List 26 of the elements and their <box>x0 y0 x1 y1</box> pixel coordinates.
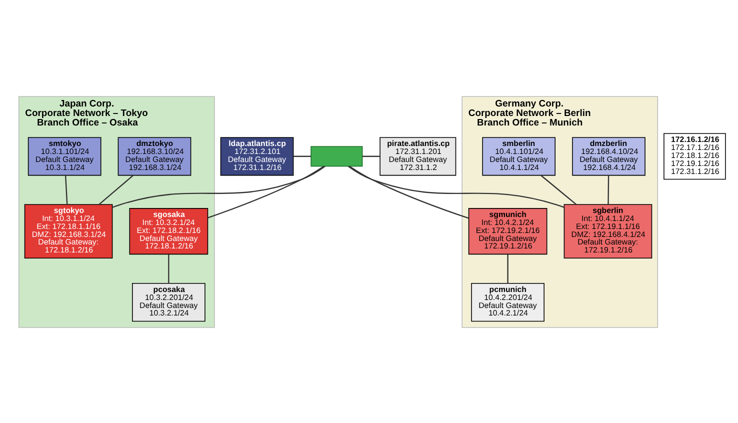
connector <box>98 174 134 204</box>
node-box: pcmunich 10.4.2.201/24 Default Gateway 10.4.2.1/24 <box>471 282 544 322</box>
connector <box>112 165 326 208</box>
node-box: ldap.atlantis.cp 172.31.2.101 Default Gateway 172.31.1.2/16 <box>220 136 294 176</box>
node-box: smberlin 10.4.1.101/24 Default Gateway 10.4.1.1/24 <box>482 136 556 176</box>
connector <box>507 254 508 283</box>
node-box: pirate.atlantis.cp 172.31.1.201 Default Gateway 172.31.1.2 <box>380 136 456 176</box>
connector <box>168 254 170 283</box>
connector <box>64 175 68 204</box>
node-box: sgberlin Int: 10.4.1.1/24 Ext: 172.19.1.1/16 DMZ: 192.168.4.1/24 Default Gateway: 172.19.1.2/16 <box>564 204 652 258</box>
node-box <box>310 146 363 166</box>
node-box: sgtokyo Int: 10.3.1.1/24 Ext: 172.18.1.1/16 DMZ: 192.168.3.1/24 Default Gateway: 172.18.1.2/16 <box>24 204 113 258</box>
node-box: dmztokyo 192.168.3.10/24 Default Gateway 192.168.3.1/24 <box>118 136 192 176</box>
node-box: sgosaka Int: 10.3.2.1/24 Ext: 172.18.2.1/16 Default Gateway 172.18.1.2/16 <box>129 208 208 254</box>
node-box: sgmunich Int: 10.4.2.1/24 Ext: 172.19.2.1/16 Default Gateway 172.19.1.2/16 <box>468 208 548 254</box>
connector <box>208 165 324 218</box>
connector <box>362 155 380 156</box>
connector <box>349 165 469 218</box>
node-box: 172.16.1.2/16 172.17.1.2/16 172.18.1.2/16 172.19.1.2/16 172.31.1.2/16 <box>664 132 726 180</box>
connector <box>293 155 311 156</box>
connector <box>608 175 610 204</box>
connector <box>348 165 564 208</box>
node-box: pcosaka 10.3.2.201/24 Default Gateway 10.3.2.1/24 <box>132 282 206 322</box>
connector <box>540 174 577 204</box>
node-box: dmzberlin 192.168.4.10/24 Default Gateway 192.168.4.1/24 <box>572 136 646 176</box>
node-box: smtokyo 10.3.1.101/24 Default Gateway 10.3.1.1/24 <box>28 136 102 176</box>
